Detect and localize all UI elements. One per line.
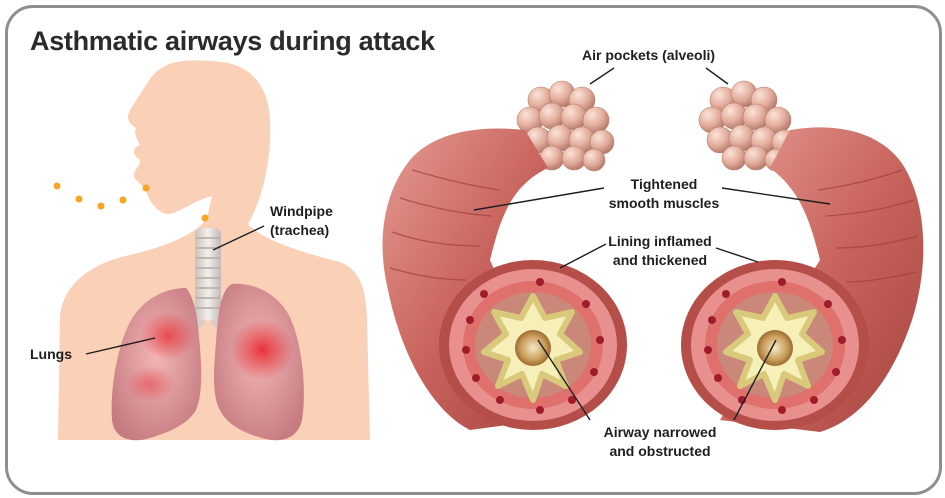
bronchus-right [681,127,923,432]
smooth-muscles-label-line2: smooth muscles [598,194,730,213]
diagram-title: Asthmatic airways during attack [30,26,435,57]
windpipe-label-line1: Windpipe [270,202,333,221]
lining-label-line2: and thickened [598,251,722,270]
airway-narrowed-label: Airway narrowed and obstructed [592,423,728,461]
smooth-muscles-label-line1: Tightened [598,175,730,194]
lining-label-line1: Lining inflamed [598,232,722,251]
windpipe-label: Windpipe (trachea) [270,202,333,240]
alveoli-label: Air pockets (alveoli) [582,46,715,65]
lining-label: Lining inflamed and thickened [598,232,722,270]
windpipe-label-line2: (trachea) [270,221,333,240]
smooth-muscles-label: Tightened smooth muscles [598,175,730,213]
lungs-label: Lungs [30,345,72,364]
bronchus-left [383,128,627,430]
airway-narrowed-label-line2: and obstructed [592,442,728,461]
airway-narrowed-label-line1: Airway narrowed [592,423,728,442]
